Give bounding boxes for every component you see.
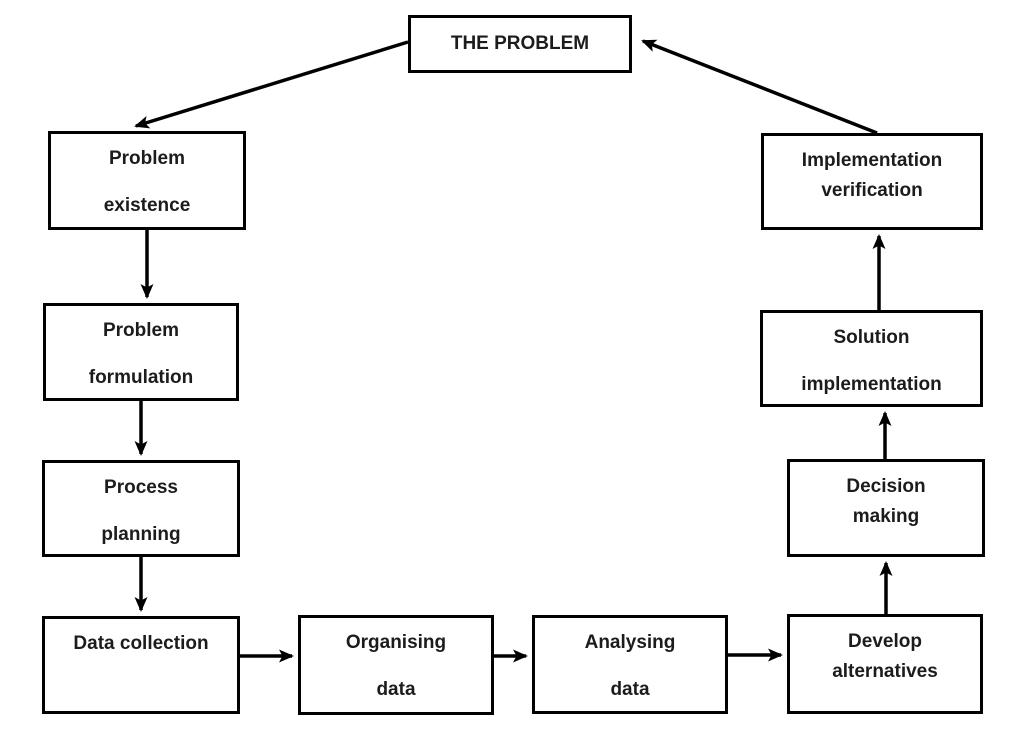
node-process-planning-line1: Process <box>104 477 178 498</box>
edge-the-problem-to-problem-existence <box>134 40 409 129</box>
node-organising-data-line1: Organising <box>345 632 447 653</box>
node-problem-existence-line1: Problem <box>108 148 186 169</box>
node-decision-making: Decision making <box>787 459 985 557</box>
node-process-planning-line2: planning <box>101 524 181 545</box>
node-the-problem: THE PROBLEM <box>408 15 632 73</box>
node-implementation-verification: Implementation verification <box>761 133 983 230</box>
node-develop-alternatives-line1: Develop <box>848 631 922 652</box>
node-organising-data-line2: data <box>376 679 416 700</box>
node-solution-implementation-line2: implementation <box>801 374 942 395</box>
node-the-problem-label: THE PROBLEM <box>450 33 590 54</box>
node-organising-data: Organising data <box>298 615 494 715</box>
node-solution-implementation: Solution implementation <box>760 310 983 407</box>
edge-implementation-verification-to-the-problem <box>641 39 878 135</box>
node-develop-alternatives-line2: alternatives <box>832 661 938 682</box>
node-analysing-data: Analysing data <box>532 615 728 714</box>
node-decision-making-line2: making <box>852 506 920 527</box>
node-data-collection: Data collection <box>42 616 240 714</box>
node-problem-existence-line2: existence <box>103 195 191 216</box>
node-decision-making-line1: Decision <box>846 476 926 497</box>
node-problem-formulation: Problem formulation <box>43 303 239 401</box>
node-develop-alternatives: Develop alternatives <box>787 614 983 714</box>
node-analysing-data-line1: Analysing <box>584 632 676 653</box>
node-analysing-data-line2: data <box>610 679 650 700</box>
node-implementation-verification-line1: Implementation <box>801 150 943 171</box>
node-problem-existence: Problem existence <box>48 131 246 230</box>
node-data-collection-label: Data collection <box>73 633 209 654</box>
node-process-planning: Process planning <box>42 460 240 557</box>
node-problem-formulation-line2: formulation <box>88 367 194 388</box>
node-problem-formulation-line1: Problem <box>102 320 180 341</box>
node-solution-implementation-line1: Solution <box>833 327 910 348</box>
node-implementation-verification-line2: verification <box>821 180 923 201</box>
